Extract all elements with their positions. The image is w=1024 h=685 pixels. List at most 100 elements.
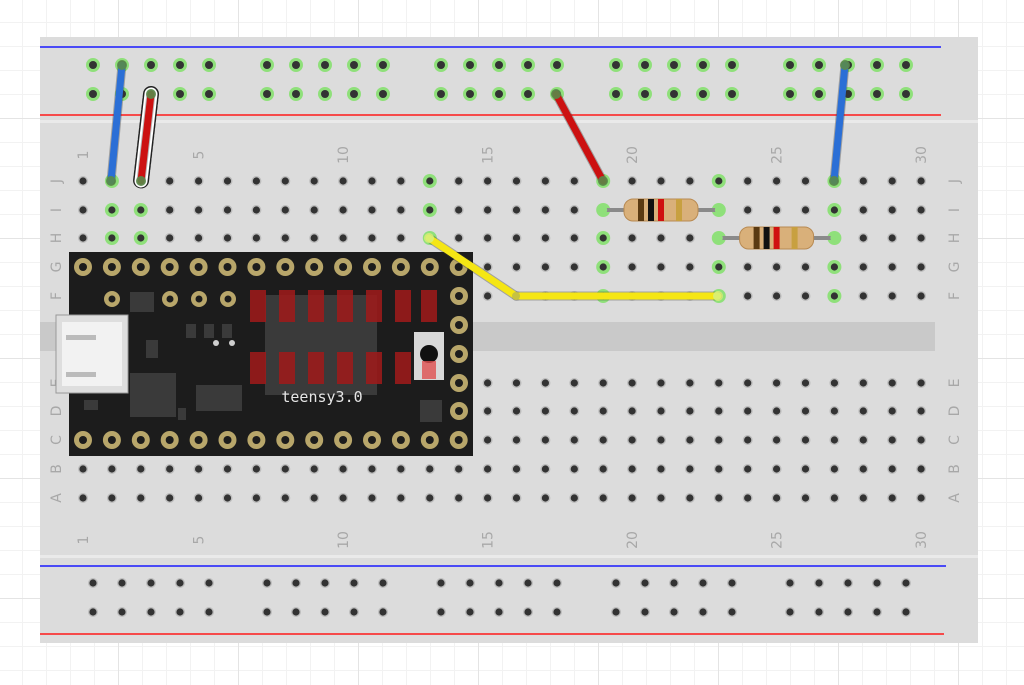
wire-yellow[interactable] <box>424 233 723 301</box>
breadboard-hole[interactable] <box>569 378 580 388</box>
teensy-pin[interactable] <box>449 431 468 449</box>
breadboard-hole[interactable] <box>569 435 580 445</box>
rail-hole[interactable] <box>698 607 708 617</box>
breadboard-hole[interactable] <box>106 464 117 474</box>
rail-hole[interactable] <box>175 607 185 617</box>
rail-hole[interactable] <box>463 87 477 101</box>
rail-hole[interactable] <box>638 87 652 101</box>
breadboard-hole[interactable] <box>482 291 493 301</box>
wire-end[interactable] <box>106 176 116 186</box>
teensy-pin[interactable] <box>391 431 410 449</box>
breadboard-hole[interactable] <box>482 406 493 416</box>
breadboard-hole[interactable] <box>135 493 146 503</box>
breadboard-hole[interactable] <box>684 176 695 186</box>
breadboard-hole[interactable] <box>309 493 320 503</box>
teensy-pin[interactable] <box>363 431 381 449</box>
breadboard-hole[interactable] <box>280 205 291 215</box>
breadboard-hole[interactable] <box>916 493 927 503</box>
breadboard-hole[interactable] <box>482 378 493 388</box>
breadboard-hole[interactable] <box>829 493 840 503</box>
breadboard-hole[interactable] <box>338 233 349 243</box>
teensy-pin[interactable] <box>391 258 410 276</box>
rail-hole[interactable] <box>725 58 739 72</box>
breadboard-hole[interactable] <box>482 493 493 503</box>
rail-hole[interactable] <box>494 607 504 617</box>
rail-hole[interactable] <box>698 578 708 588</box>
breadboard-hole[interactable] <box>916 262 927 272</box>
breadboard-hole[interactable] <box>656 493 666 503</box>
breadboard-hole[interactable] <box>540 435 551 445</box>
breadboard-hole[interactable] <box>338 205 349 215</box>
breadboard-hole[interactable] <box>78 205 88 215</box>
teensy-pin[interactable] <box>450 374 468 392</box>
breadboard-hole[interactable] <box>511 406 522 416</box>
breadboard-hole[interactable] <box>656 406 666 416</box>
breadboard-hole[interactable] <box>164 176 175 186</box>
breadboard-hole[interactable] <box>887 493 898 503</box>
rail-hole[interactable] <box>492 87 506 101</box>
rail-hole[interactable] <box>318 58 332 72</box>
rail-hole[interactable] <box>347 58 361 72</box>
breadboard-hole[interactable] <box>598 378 609 388</box>
breadboard-hole[interactable] <box>540 205 551 215</box>
teensy-pin[interactable] <box>102 431 121 449</box>
wire-end[interactable] <box>829 176 839 186</box>
wire-blue-right[interactable] <box>829 60 850 186</box>
breadboard-hole[interactable] <box>482 435 493 445</box>
breadboard-hole[interactable] <box>742 205 753 215</box>
breadboard-hole[interactable] <box>598 435 609 445</box>
teensy-pin[interactable] <box>450 316 468 334</box>
breadboard-hole[interactable] <box>827 260 842 274</box>
breadboard-hole[interactable] <box>540 176 551 186</box>
breadboard-hole[interactable] <box>771 493 782 503</box>
breadboard-hole[interactable] <box>684 262 695 272</box>
rail-hole[interactable] <box>260 58 274 72</box>
rail-hole[interactable] <box>523 578 533 588</box>
breadboard-hole[interactable] <box>569 176 580 186</box>
rail-hole[interactable] <box>463 58 477 72</box>
breadboard-hole[interactable] <box>858 493 869 503</box>
breadboard-hole[interactable] <box>280 464 291 474</box>
rail-hole[interactable] <box>262 607 272 617</box>
breadboard-hole[interactable] <box>367 464 377 474</box>
breadboard-hole[interactable] <box>540 464 551 474</box>
teensy-pin[interactable] <box>420 431 439 449</box>
rail-hole[interactable] <box>843 607 853 617</box>
rail-hole[interactable] <box>814 607 824 617</box>
breadboard-hole[interactable] <box>280 493 291 503</box>
rail-hole[interactable] <box>552 607 562 617</box>
breadboard-hole[interactable] <box>916 406 927 416</box>
program-button[interactable] <box>420 345 438 363</box>
breadboard-hole[interactable] <box>858 233 869 243</box>
rail-hole[interactable] <box>146 607 156 617</box>
rail-hole[interactable] <box>609 58 623 72</box>
breadboard-hole[interactable] <box>511 262 522 272</box>
breadboard-hole[interactable] <box>800 493 811 503</box>
breadboard-hole[interactable] <box>742 435 753 445</box>
breadboard-hole[interactable] <box>222 493 233 503</box>
teensy-pin[interactable] <box>131 431 150 449</box>
rail-hole[interactable] <box>349 607 359 617</box>
wire-end[interactable] <box>598 176 608 186</box>
breadboard-hole[interactable] <box>827 203 842 217</box>
rail-hole[interactable] <box>611 578 621 588</box>
breadboard-hole[interactable] <box>887 205 898 215</box>
breadboard-hole[interactable] <box>424 493 435 503</box>
breadboard-hole[interactable] <box>338 493 349 503</box>
rail-hole[interactable] <box>202 58 216 72</box>
breadboard-hole[interactable] <box>280 233 291 243</box>
rail-hole[interactable] <box>812 87 826 101</box>
breadboard-hole[interactable] <box>800 262 811 272</box>
breadboard-hole[interactable] <box>453 493 464 503</box>
wire-end[interactable] <box>146 89 156 99</box>
breadboard-hole[interactable] <box>684 378 695 388</box>
rail-hole[interactable] <box>783 87 797 101</box>
breadboard-hole[interactable] <box>511 464 522 474</box>
breadboard-hole[interactable] <box>106 493 117 503</box>
rail-hole[interactable] <box>291 607 301 617</box>
rail-hole[interactable] <box>552 578 562 588</box>
rail-hole[interactable] <box>204 578 214 588</box>
breadboard-hole[interactable] <box>511 378 522 388</box>
breadboard-hole[interactable] <box>540 378 551 388</box>
breadboard-hole[interactable] <box>482 233 493 243</box>
